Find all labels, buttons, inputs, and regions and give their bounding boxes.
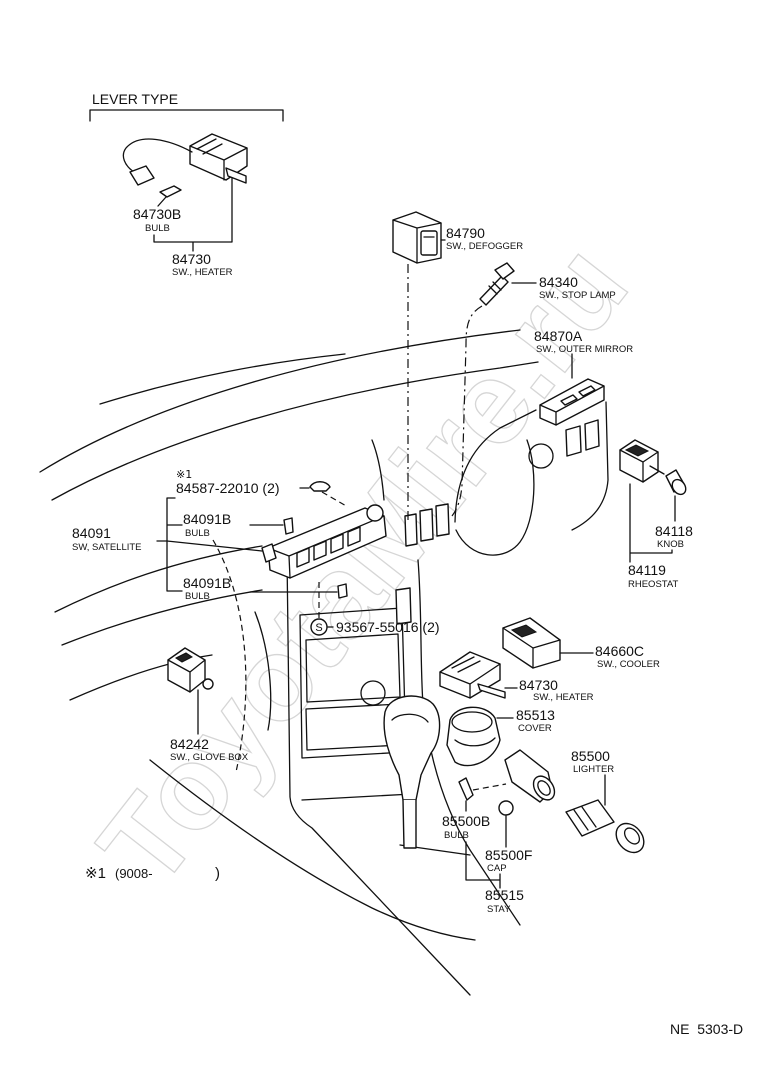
screw-symbol: S: [315, 622, 322, 634]
lighter-85500: [565, 799, 645, 854]
lever-switch-wire: [122, 138, 193, 173]
lighter-hole: [360, 680, 386, 706]
dashboard-outline: [39, 329, 609, 941]
callout-number-84091B-upper: 84091B: [183, 511, 231, 527]
note-marker: ※1: [85, 865, 106, 882]
callout-marker-84587: ※1: [176, 468, 192, 481]
callout-number-85500: 85500: [571, 748, 610, 764]
lighter-socket: [504, 749, 556, 803]
cooler-switch: [502, 617, 561, 669]
knob-84118: [665, 469, 687, 496]
callout-name-85513: COVER: [518, 723, 552, 734]
callout-name-84091B-lower: BULB: [185, 591, 210, 602]
screw-symbol-circle: [310, 618, 328, 636]
bulb-84091B-lower: [337, 583, 348, 599]
leader-84730-lever: [153, 177, 233, 252]
callout-name-85515: STAY: [487, 904, 511, 915]
callout-number-84730B: 84730B: [133, 206, 181, 222]
callout-name-84790: SW., DEFOGGER: [446, 241, 523, 252]
callout-number-84119: 84119: [628, 562, 666, 578]
lever-type-bracket: [89, 109, 284, 122]
stop-lamp-guide-line: [451, 305, 483, 517]
bulb-guide-line: [472, 783, 507, 791]
callout-number-84870A: 84870A: [534, 328, 583, 344]
gauge-circle: [528, 443, 554, 469]
watermark: ToyotaMire.ru: [74, 221, 653, 910]
callout-name-84119: RHEOSTAT: [628, 579, 679, 590]
callout-number-84790: 84790: [446, 225, 485, 241]
callout-name-85500F: CAP: [487, 863, 507, 874]
callout-number-85500B: 85500B: [442, 813, 490, 829]
footer-code: NE 5303-D: [670, 1021, 743, 1037]
bracket-84091: [166, 497, 183, 592]
lever-heater-switch: [189, 133, 248, 184]
note-range: (9008-: [115, 866, 153, 881]
callout-number-84091: 84091: [72, 525, 111, 541]
callout-name-85500B: BULB: [444, 830, 469, 841]
rheostat-84119: [619, 439, 665, 483]
leader-84091: [156, 540, 263, 552]
callout-number-84091B-lower: 84091B: [183, 575, 231, 591]
heater-switch: [439, 651, 506, 699]
callout-name-84340: SW., STOP LAMP: [539, 290, 616, 301]
callout-number-84730-lower: 84730: [519, 677, 558, 693]
clip-guide-line: [321, 491, 349, 508]
outer-mirror-switch: [539, 378, 605, 426]
lever-type-label: LEVER TYPE: [92, 91, 178, 107]
callout-number-84242: 84242: [170, 736, 209, 752]
callout-name-84730-lever: SW., HEATER: [172, 267, 233, 278]
cover-85513: [446, 706, 501, 767]
stop-lamp-switch: [479, 262, 515, 306]
callout-name-84730-lower: SW., HEATER: [533, 692, 594, 703]
bracket-85515: [465, 841, 501, 889]
callout-name-84870A: SW., OUTER MIRROR: [536, 344, 633, 355]
callout-number-84730-lever: 84730: [172, 251, 211, 267]
callout-number-84660C: 84660C: [595, 643, 644, 659]
callout-number-84587: 84587-22010 (2): [176, 480, 280, 496]
callout-number-85515: 85515: [485, 887, 524, 903]
bulb-85500B: [458, 777, 474, 801]
bulb-84091B-upper: [283, 517, 294, 535]
cap-85500F: [498, 800, 514, 816]
clip-84587: [309, 481, 331, 492]
callout-number-85513: 85513: [516, 707, 555, 723]
bracket-84119: [629, 483, 673, 563]
glove-box-switch: [167, 647, 214, 693]
callout-number-93567: 93567-55016 (2): [336, 619, 440, 635]
leader-84730B: [157, 196, 167, 207]
lever-switch-connector: [129, 165, 155, 186]
shift-knob: [383, 695, 441, 849]
callout-name-85500: LIGHTER: [573, 764, 614, 775]
callout-number-85500F: 85500F: [485, 847, 532, 863]
callout-number-84340: 84340: [539, 274, 578, 290]
defogger-switch: [392, 211, 442, 264]
note-close: ): [215, 865, 220, 882]
callout-name-84091B-upper: BULB: [185, 528, 210, 539]
satellite-switch: [261, 504, 387, 579]
callout-number-84118: 84118: [655, 523, 693, 539]
callout-name-84660C: SW., COOLER: [597, 659, 660, 670]
callout-name-84730B: BULB: [145, 223, 170, 234]
callout-name-84118: KNOB: [657, 539, 684, 550]
bulb-84730B: [159, 185, 182, 198]
callout-name-84242: SW., GLOVE BOX: [170, 752, 249, 763]
callout-name-84091: SW, SATELLITE: [72, 542, 142, 553]
